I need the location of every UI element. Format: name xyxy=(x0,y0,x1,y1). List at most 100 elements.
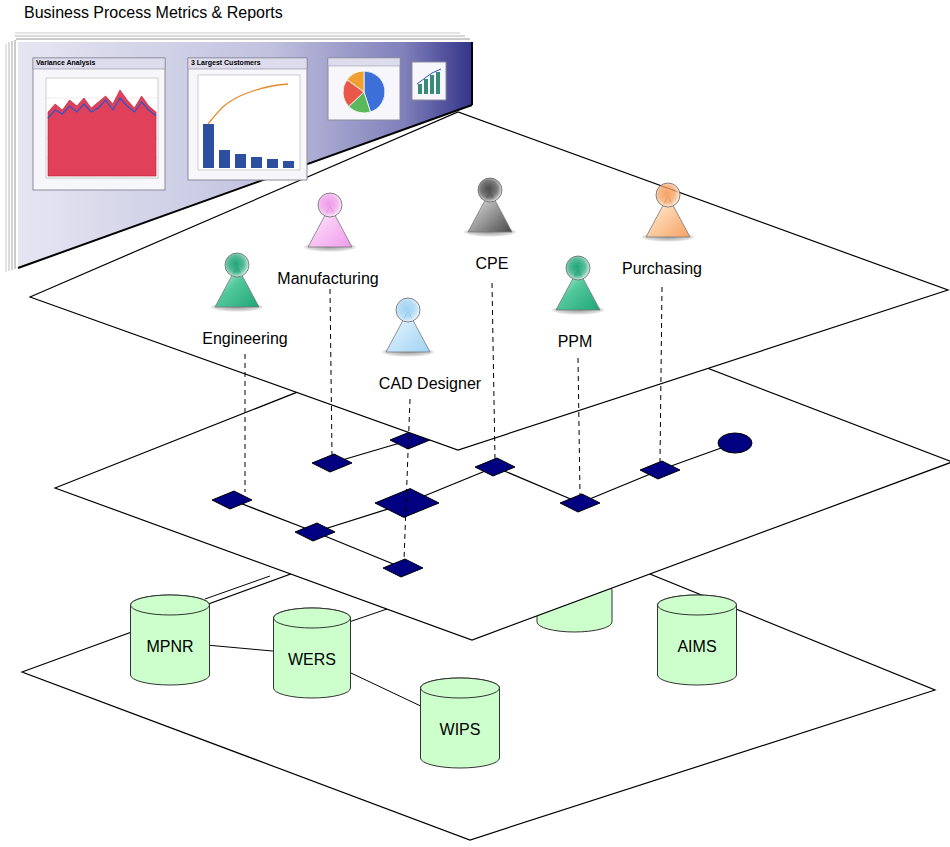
drawing-part xyxy=(396,298,420,322)
process-step xyxy=(212,491,252,509)
drawing-part xyxy=(328,58,400,120)
drawing-part xyxy=(658,595,737,685)
process-end xyxy=(718,433,752,453)
drawing-part xyxy=(430,75,434,94)
system-name: MPNR xyxy=(146,638,193,656)
drawing-part xyxy=(546,319,604,333)
drawing-part xyxy=(198,75,300,170)
drawing-part xyxy=(12,41,13,270)
drawing-part xyxy=(418,84,422,94)
drawing-part xyxy=(48,90,156,176)
drawing-part xyxy=(347,71,364,92)
drawing-part xyxy=(552,306,604,315)
drawing-part xyxy=(417,69,441,84)
role-actor: CAD Designer xyxy=(375,297,486,393)
drawing-part xyxy=(308,206,352,247)
drawing-part xyxy=(267,159,278,168)
role-leader xyxy=(404,399,410,560)
drawing-part xyxy=(382,348,434,357)
role-leader xyxy=(330,289,332,455)
role-name: CAD Designer xyxy=(375,375,486,393)
drawing-part xyxy=(375,361,486,375)
database-cylinder: WIPS xyxy=(420,678,500,768)
process-step xyxy=(383,559,423,577)
actor-figure xyxy=(383,297,433,361)
drawing-part xyxy=(618,246,707,260)
process-step xyxy=(560,494,600,512)
pie-chart xyxy=(328,58,400,120)
drawing-part xyxy=(215,266,259,307)
drawing-part xyxy=(251,157,262,168)
flow-line xyxy=(495,467,580,503)
drawing-part xyxy=(343,71,385,113)
drawing-part xyxy=(412,62,446,100)
system-link xyxy=(210,645,273,651)
drawing-part xyxy=(283,161,294,168)
drawing-part xyxy=(304,243,356,252)
drawing-part xyxy=(273,256,383,270)
drawing-part xyxy=(658,595,737,615)
cylinder-outline xyxy=(273,608,351,698)
role-actor: CPE xyxy=(463,177,521,273)
flow-line xyxy=(315,532,403,568)
role-leader xyxy=(660,287,662,462)
panel-screen xyxy=(18,42,472,268)
drawing-part xyxy=(478,178,502,202)
role-actor: PPM xyxy=(546,255,604,351)
role-leaders xyxy=(245,283,662,560)
drawing-part xyxy=(225,253,249,277)
flow-line xyxy=(580,470,660,503)
cylinder-outline xyxy=(657,595,737,685)
process-step xyxy=(640,461,680,479)
role-actor: Engineering xyxy=(198,252,292,348)
drawing-part xyxy=(203,124,214,168)
drawing-part xyxy=(421,678,500,768)
drawing-part xyxy=(15,40,16,269)
drawing-part xyxy=(46,178,158,179)
drawing-part xyxy=(235,154,246,168)
chart-title: Variance Analysis xyxy=(36,59,95,67)
database-cylinder: MPNR xyxy=(130,595,210,685)
chart-title: 3 Largest Customers xyxy=(191,59,261,67)
cylinder-outline xyxy=(420,678,500,768)
drawing-part xyxy=(471,42,473,105)
drawing-part xyxy=(15,36,465,37)
drawing-part xyxy=(463,241,521,255)
actor-figure xyxy=(465,177,515,241)
system-name: AIMS xyxy=(677,638,716,656)
drawing-part xyxy=(48,98,156,118)
drawing-part xyxy=(188,58,307,180)
mini-chart xyxy=(412,62,446,100)
drawing-part xyxy=(188,58,307,69)
actor-figure xyxy=(643,182,693,246)
flow-line xyxy=(232,500,315,532)
actor-figure xyxy=(305,192,355,256)
drawing-part xyxy=(656,183,680,207)
drawing-part xyxy=(203,124,294,168)
drawing-part xyxy=(274,608,351,628)
system-link xyxy=(351,673,420,706)
drawing-part xyxy=(131,595,210,615)
drawing-part xyxy=(6,44,7,272)
drawing-part xyxy=(464,228,516,237)
data-link xyxy=(205,576,270,599)
role-leader xyxy=(492,283,495,459)
drawing-part xyxy=(46,78,158,178)
cylinder-outline xyxy=(130,595,210,685)
drawing-part xyxy=(15,33,460,34)
process-step xyxy=(295,523,335,541)
drawing-part xyxy=(556,269,600,310)
drawing-part xyxy=(211,303,263,312)
drawing-part xyxy=(274,608,351,698)
drawing-part xyxy=(386,311,430,352)
process-steps xyxy=(212,431,680,577)
customers-chart xyxy=(188,58,307,180)
metrics-panel xyxy=(6,33,472,272)
actor-figure xyxy=(212,252,262,316)
role-name: Manufacturing xyxy=(273,270,383,288)
